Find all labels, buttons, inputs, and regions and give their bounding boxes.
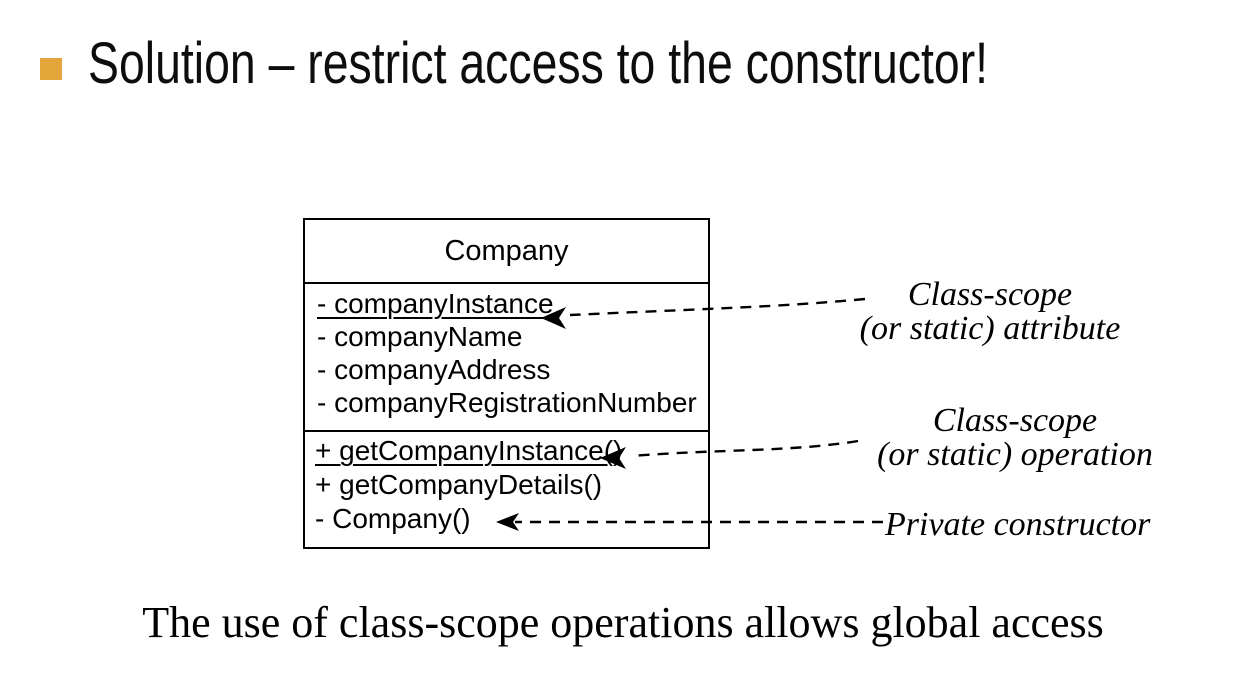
attr-company-instance: - companyInstance: [317, 288, 554, 319]
uml-operations-section: + getCompanyInstance() + getCompanyDetai…: [305, 430, 708, 545]
note-class-scope-operation: Class-scope (or static) operation: [855, 404, 1175, 472]
op-company-constructor: - Company(): [315, 503, 471, 534]
op-get-company-instance: + getCompanyInstance(): [315, 435, 623, 466]
slide-title: Solution – restrict access to the constr…: [88, 31, 989, 96]
note-line: Class-scope: [907, 276, 1073, 313]
note-line: (or static) operation: [877, 436, 1153, 473]
note-line: Class-scope: [932, 402, 1098, 439]
note-line: Private constructor: [885, 506, 1151, 543]
attr-company-name: - companyName: [317, 321, 523, 352]
note-private-constructor: Private constructor: [885, 508, 1150, 542]
note-line: (or static) attribute: [859, 310, 1121, 347]
op-get-company-details: + getCompanyDetails(): [315, 469, 603, 500]
footer-caption: The use of class-scope operations allows…: [142, 598, 1104, 647]
attr-company-address: - companyAddress: [317, 354, 551, 385]
title-bullet-square-icon: [40, 58, 62, 80]
note-class-scope-attribute: Class-scope (or static) attribute: [835, 278, 1145, 346]
uml-class-box: Company - companyInstance - companyName …: [303, 218, 710, 549]
uml-class-name: Company: [444, 234, 569, 267]
uml-attributes-section: - companyInstance - companyName - compan…: [305, 282, 708, 430]
attr-company-registration-number: - companyRegistrationNumber: [317, 387, 697, 418]
